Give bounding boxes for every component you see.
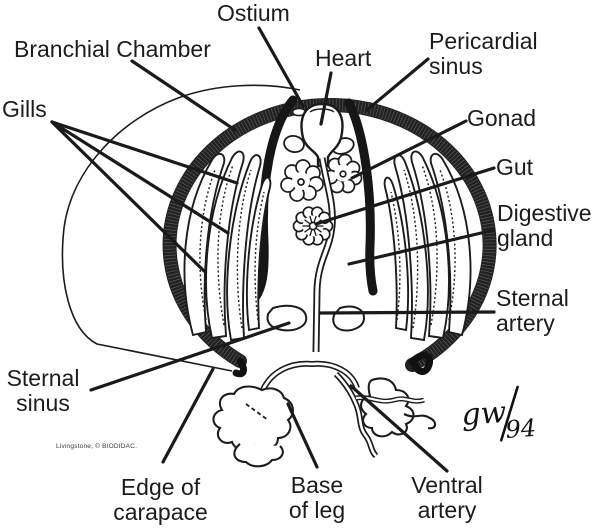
label-gonad: Gonad bbox=[467, 105, 537, 131]
leader-gills-1 bbox=[50, 120, 239, 185]
label-edge-of-carapace-line2: carapace bbox=[113, 499, 208, 525]
credit-text: Livingstone, © BIODIDAC. bbox=[56, 443, 138, 450]
label-sternal-sinus-line2: sinus bbox=[16, 390, 70, 416]
label-ventral-artery-line2: artery bbox=[417, 497, 477, 523]
label-digestive-gland-line1: Digestive bbox=[497, 200, 592, 226]
label-heart: Heart bbox=[315, 45, 372, 71]
leader-base-of-leg bbox=[286, 402, 319, 469]
label-base-of-leg-line2: of leg bbox=[288, 497, 346, 523]
label-gills: Gills bbox=[2, 96, 47, 122]
label-gut: Gut bbox=[496, 154, 534, 180]
ring-tip-right bbox=[408, 351, 434, 375]
label-pericardial-sinus-line2: sinus bbox=[429, 53, 483, 79]
sternal-sinus-pocket-left bbox=[266, 304, 308, 332]
leader-gills-3 bbox=[50, 120, 206, 273]
signature-year: 94 bbox=[505, 414, 537, 444]
gills-left bbox=[183, 150, 272, 342]
inner-wall-right bbox=[344, 98, 378, 296]
leader-branchial-chamber bbox=[130, 59, 237, 132]
leader-gills-2 bbox=[50, 120, 230, 235]
ventral-artery-tube bbox=[333, 371, 425, 459]
leader-sternal-artery bbox=[318, 310, 496, 315]
label-ventral-artery-line1: Ventral bbox=[411, 472, 483, 498]
label-digestive-gland: Digestive gland bbox=[497, 201, 592, 251]
ventral-arch bbox=[259, 360, 360, 394]
leader-pericardial-sinus bbox=[365, 57, 430, 112]
ring-tip-left bbox=[232, 357, 247, 378]
signature-initials: gw bbox=[460, 395, 508, 433]
label-base-of-leg: Base of leg bbox=[272, 473, 362, 523]
leader-gonad bbox=[350, 119, 468, 180]
leader-lines bbox=[50, 26, 496, 473]
label-sternal-sinus-line1: Sternal bbox=[6, 365, 80, 391]
label-sternal-artery-line2: artery bbox=[496, 310, 555, 336]
leader-digestive-gland bbox=[347, 228, 496, 266]
leader-edge-of-carapace bbox=[161, 367, 215, 464]
heart-shape bbox=[300, 102, 344, 168]
leader-ostium bbox=[257, 26, 305, 108]
label-edge-of-carapace: Edge of carapace bbox=[103, 475, 218, 525]
leader-gut bbox=[314, 166, 496, 226]
sternal-sinus-pocket-right bbox=[332, 305, 366, 332]
gut-rosette bbox=[292, 206, 334, 246]
label-branchial-chamber: Branchial Chamber bbox=[14, 36, 211, 62]
label-sternal-artery-line1: Sternal bbox=[496, 285, 569, 311]
gill-midribs-left bbox=[199, 164, 265, 329]
signature: gw 94 bbox=[460, 385, 537, 444]
label-pericardial-sinus: Pericardial sinus bbox=[429, 29, 538, 79]
signature-slash bbox=[499, 385, 519, 442]
label-digestive-gland-line2: gland bbox=[497, 225, 554, 251]
label-ostium: Ostium bbox=[217, 0, 290, 26]
label-pericardial-sinus-line1: Pericardial bbox=[429, 28, 538, 54]
label-sternal-sinus: Sternal sinus bbox=[3, 366, 83, 416]
leader-sternal-sinus bbox=[89, 321, 291, 392]
leader-heart bbox=[319, 71, 333, 126]
label-edge-of-carapace-line1: Edge of bbox=[120, 474, 201, 500]
leg-dashed-line bbox=[245, 403, 269, 421]
leader-ventral-artery bbox=[349, 384, 449, 473]
label-sternal-artery: Sternal artery bbox=[496, 286, 569, 336]
gonad-left bbox=[280, 159, 324, 202]
label-base-of-leg-line1: Base bbox=[290, 472, 344, 498]
label-ventral-artery: Ventral artery bbox=[402, 473, 492, 523]
leg-left bbox=[212, 385, 294, 468]
